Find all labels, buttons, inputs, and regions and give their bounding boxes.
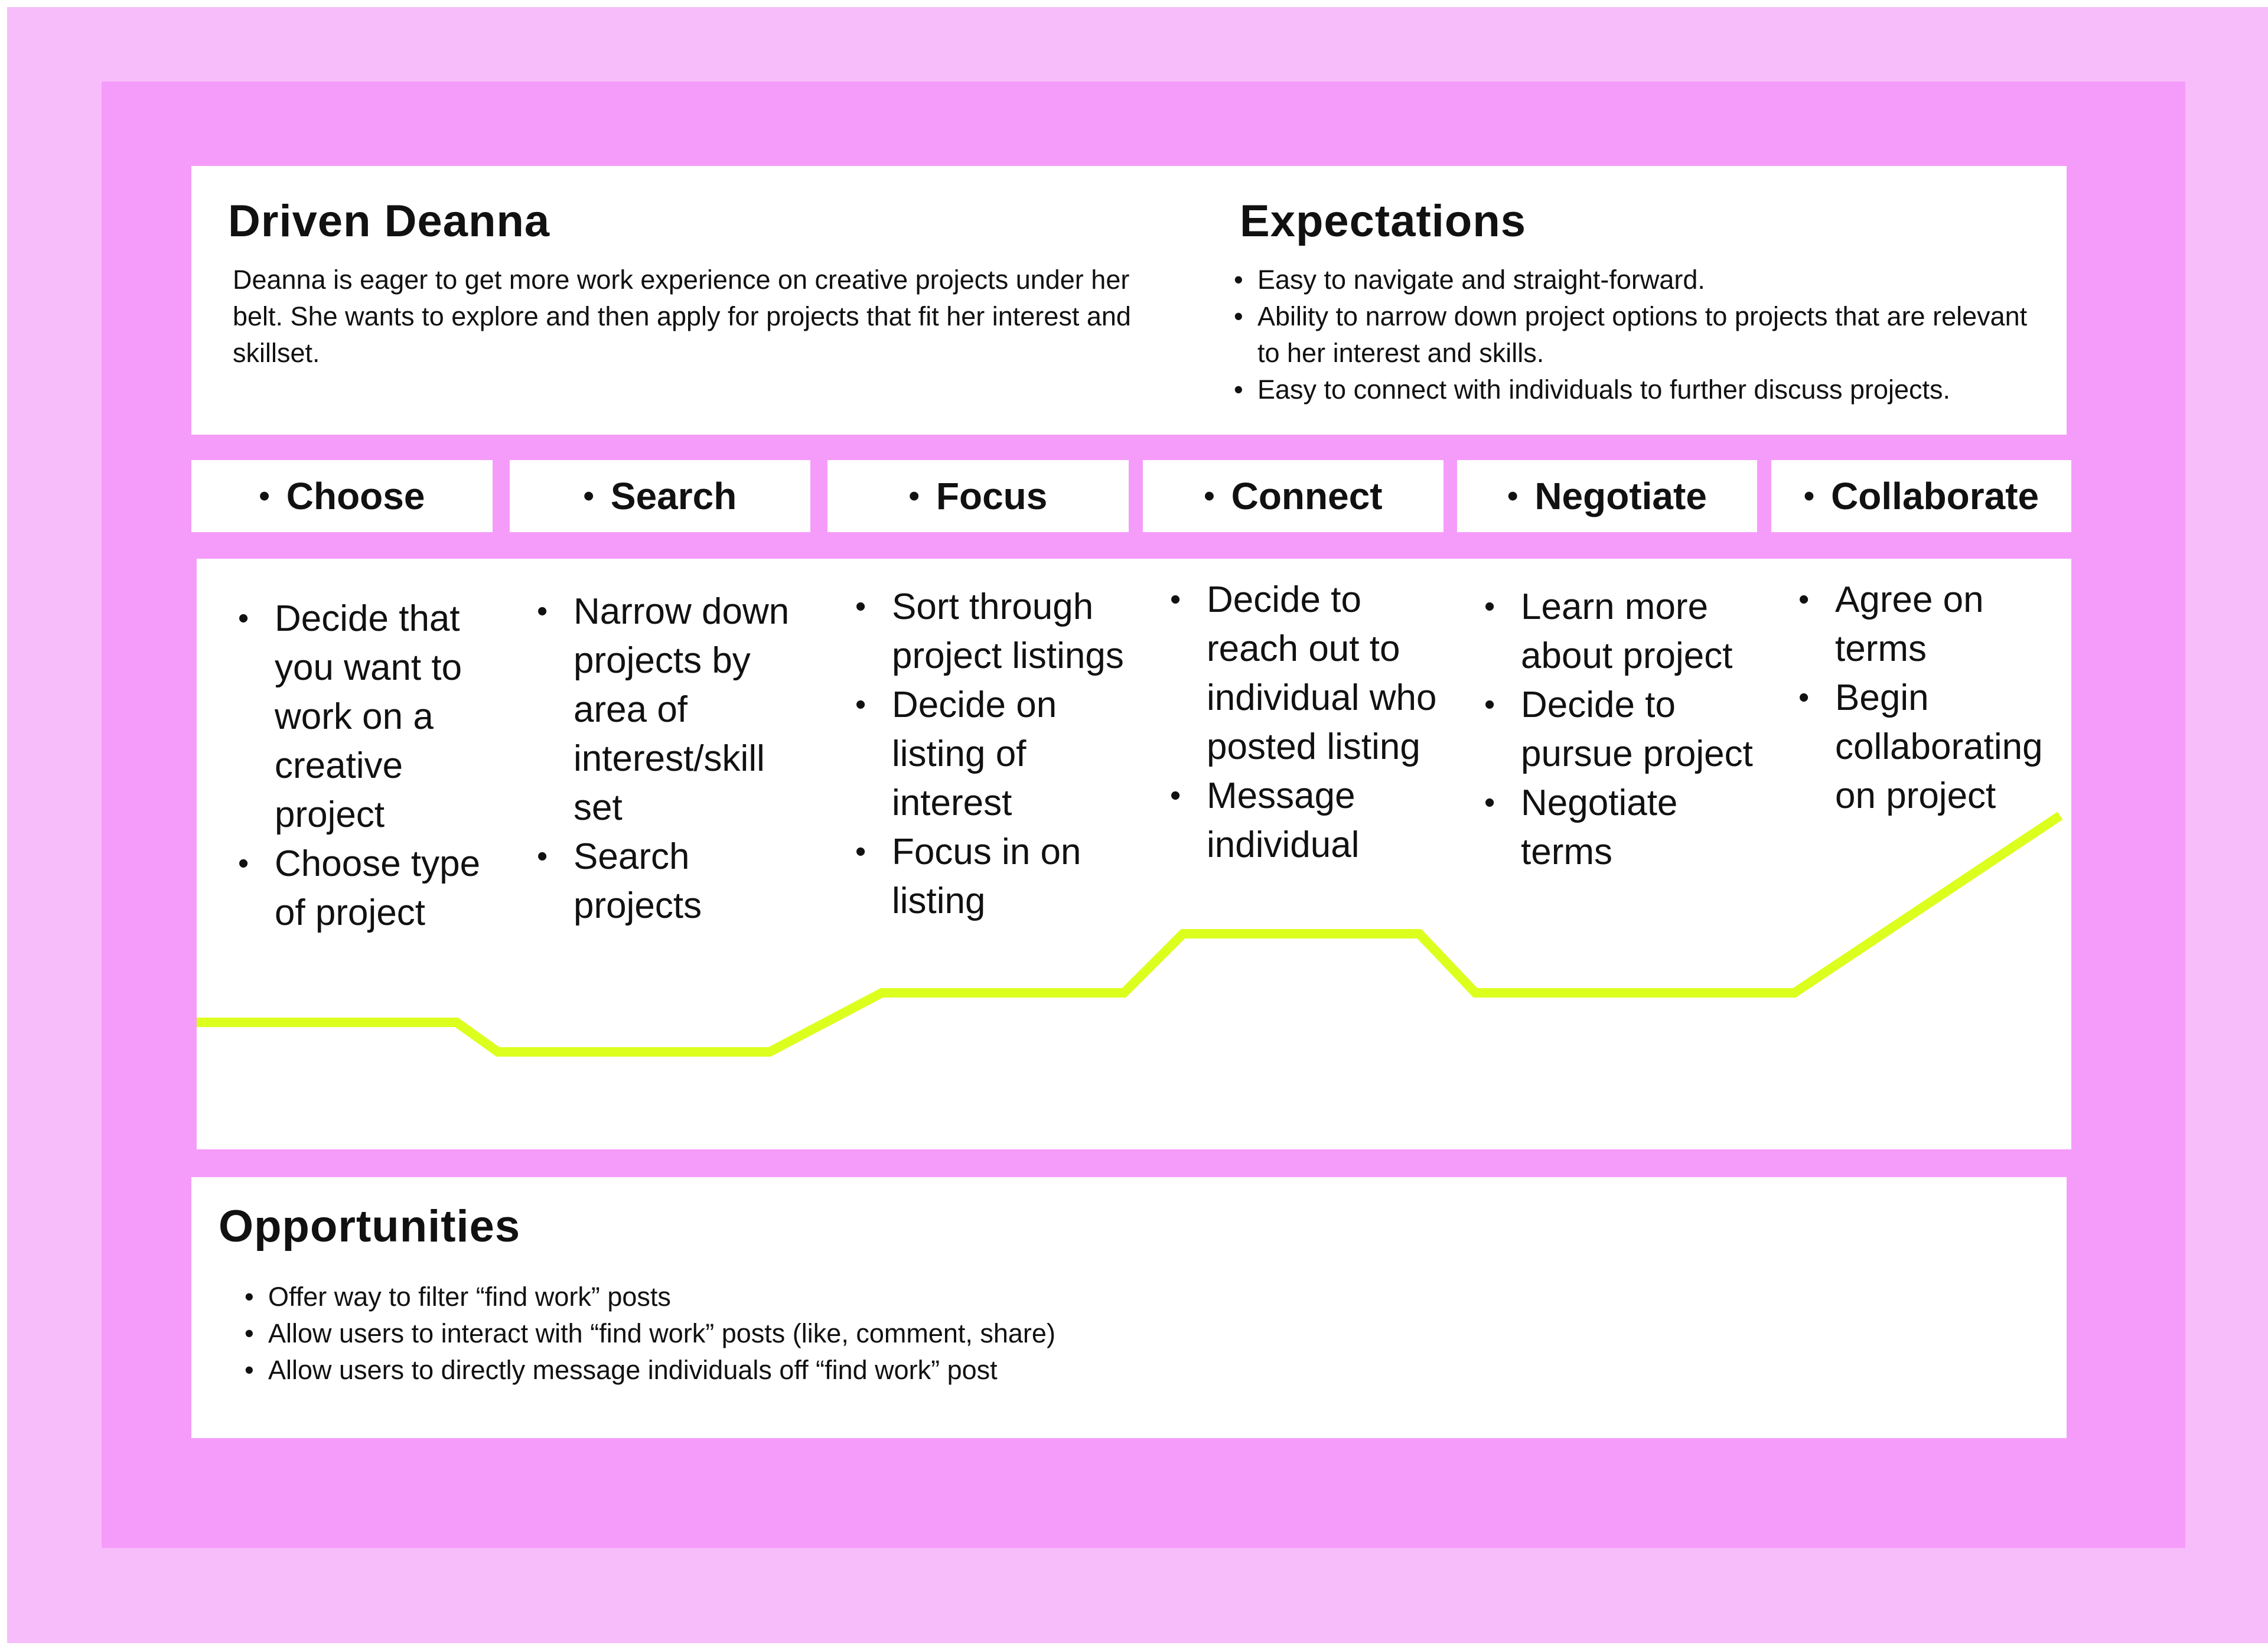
- action-item: Sort through project listings: [855, 582, 1133, 680]
- stage-label: Search: [610, 475, 737, 517]
- stage-tab-choose: • Choose: [191, 460, 493, 532]
- stage-tab-focus: • Focus: [827, 460, 1129, 532]
- persona-name: Driven Deanna: [228, 196, 550, 246]
- expectations-list: Easy to navigate and straight-forward. A…: [1234, 262, 2049, 408]
- action-item: Decide to reach out to individual who po…: [1170, 575, 1448, 771]
- bullet-icon: •: [583, 479, 594, 513]
- stage-label: Connect: [1231, 475, 1383, 517]
- action-item: Choose type of project: [238, 839, 486, 937]
- expectation-item: Ability to narrow down project options t…: [1234, 298, 2049, 371]
- bullet-icon: •: [1803, 479, 1815, 513]
- expectations-title: Expectations: [1240, 196, 1527, 246]
- actions-list-connect: Decide to reach out to individual who po…: [1170, 575, 1448, 869]
- opportunities-list: Offer way to filter “find work” posts Al…: [245, 1279, 1662, 1389]
- stage-label: Collaborate: [1831, 475, 2039, 517]
- action-item: Message individual: [1170, 771, 1448, 869]
- stage-tab-negotiate: • Negotiate: [1457, 460, 1757, 532]
- persona-card: Driven Deanna Deanna is eager to get mor…: [191, 166, 2067, 435]
- actions-list-choose: Decide that you want to work on a creati…: [238, 594, 486, 937]
- action-item: Learn more about project: [1484, 582, 1762, 680]
- journey-line-chart: [197, 812, 2063, 1057]
- action-item: Decide on listing of interest: [855, 680, 1133, 827]
- bullet-icon: •: [259, 479, 270, 513]
- expectation-item: Easy to connect with individuals to furt…: [1234, 371, 2049, 408]
- opportunity-item: Allow users to interact with “find work”…: [245, 1315, 1662, 1352]
- actions-list-focus: Sort through project listings Decide on …: [855, 582, 1133, 925]
- stage-label: Negotiate: [1534, 475, 1707, 517]
- action-item: Search projects: [537, 832, 814, 930]
- action-item: Focus in on listing: [855, 827, 1133, 925]
- opportunities-title: Opportunities: [219, 1201, 521, 1252]
- stage-tab-connect: • Connect: [1143, 460, 1443, 532]
- actions-list-search: Narrow down projects by area of interest…: [537, 587, 814, 930]
- opportunity-item: Allow users to directly message individu…: [245, 1352, 1662, 1389]
- expectation-item: Easy to navigate and straight-forward.: [1234, 262, 2049, 298]
- bullet-icon: •: [908, 479, 920, 513]
- opportunity-item: Offer way to filter “find work” posts: [245, 1279, 1662, 1315]
- action-item: Begin collaborating on project: [1798, 673, 2070, 820]
- action-item: Narrow down projects by area of interest…: [537, 587, 814, 832]
- opportunities-card: Opportunities Offer way to filter “find …: [191, 1177, 2067, 1438]
- stage-label: Choose: [286, 475, 425, 517]
- action-item: Agree on terms: [1798, 575, 2070, 673]
- persona-description: Deanna is eager to get more work experie…: [233, 265, 1131, 368]
- bullet-icon: •: [1507, 479, 1518, 513]
- action-item: Decide to pursue project: [1484, 680, 1762, 778]
- bullet-icon: •: [1204, 479, 1215, 513]
- actions-list-negotiate: Learn more about project Decide to pursu…: [1484, 582, 1762, 876]
- stage-label: Focus: [936, 475, 1048, 517]
- stage-tab-collaborate: • Collaborate: [1771, 460, 2071, 532]
- journey-line: [197, 812, 2063, 1057]
- stage-tab-search: • Search: [510, 460, 810, 532]
- actions-list-collaborate: Agree on terms Begin collaborating on pr…: [1798, 575, 2070, 820]
- action-item: Negotiate terms: [1484, 778, 1762, 876]
- actions-card: Decide that you want to work on a creati…: [197, 559, 2071, 1149]
- action-item: Decide that you want to work on a creati…: [238, 594, 486, 839]
